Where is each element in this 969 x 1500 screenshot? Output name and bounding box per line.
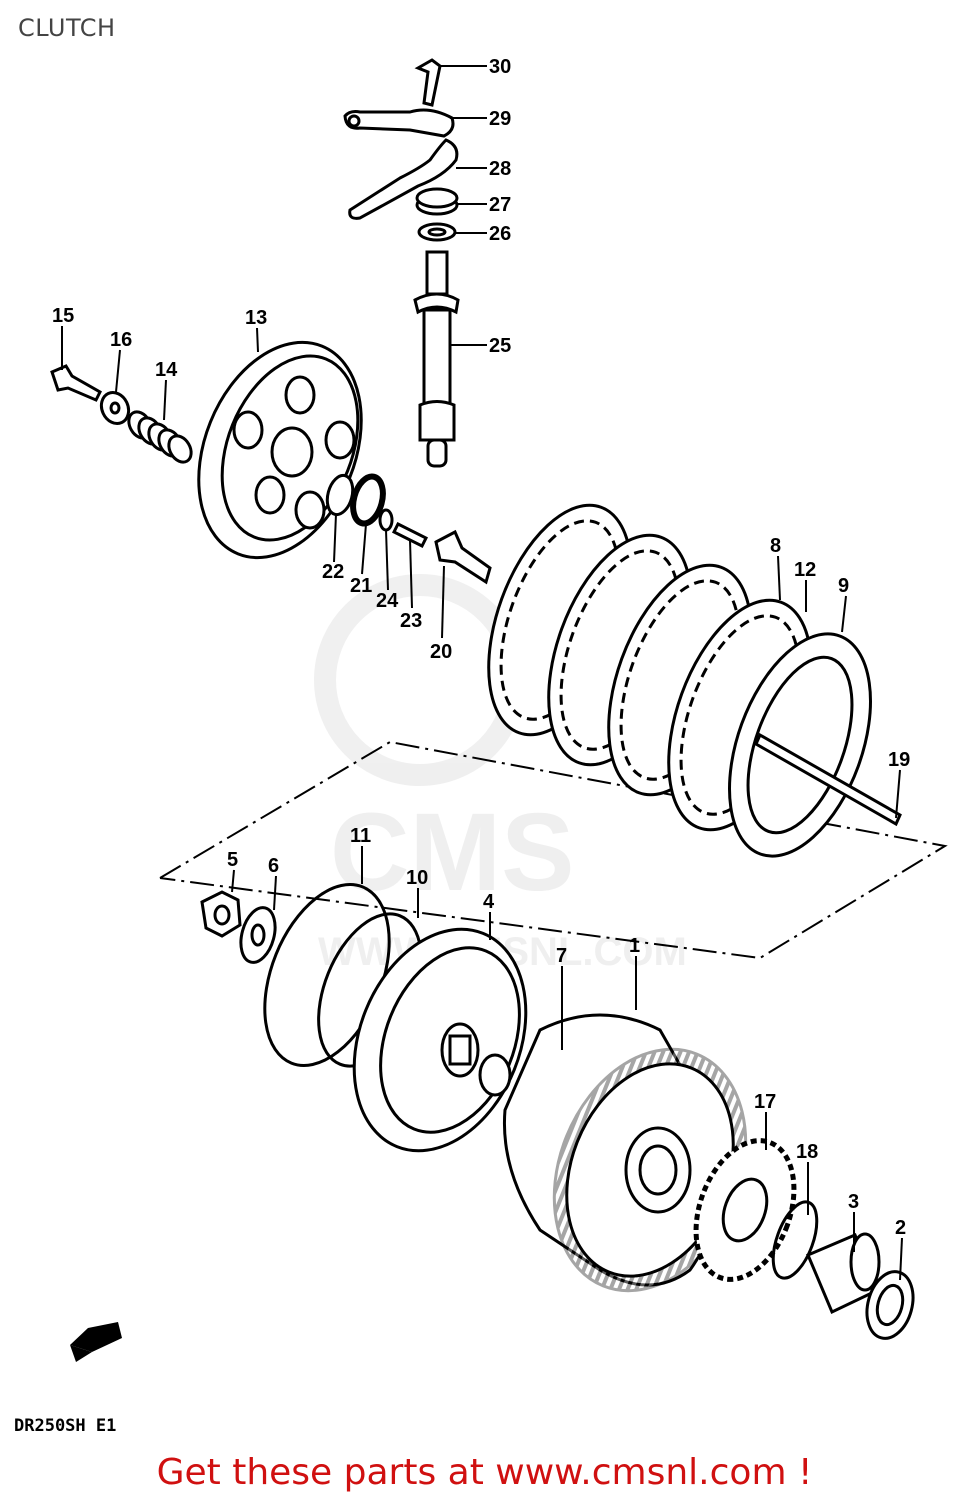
callout-22: 22 [322, 561, 344, 583]
callout-25: 25 [489, 335, 511, 357]
callout-24: 24 [376, 590, 399, 612]
part-15-bolt [50, 364, 102, 402]
callout-18: 18 [796, 1141, 818, 1163]
callout-6: 6 [268, 855, 279, 877]
callout-7: 7 [556, 945, 567, 967]
callout-8: 8 [770, 535, 781, 557]
callout-26: 26 [489, 223, 511, 245]
callout-17: 17 [754, 1091, 776, 1113]
callout-5: 5 [227, 849, 238, 871]
part-20-push-rod [434, 529, 492, 585]
callout-20: 20 [430, 641, 452, 663]
pressure-plate-assembly [50, 340, 492, 585]
callout-12: 12 [794, 559, 816, 581]
callout-19: 19 [888, 749, 910, 771]
callout-10: 10 [406, 867, 428, 889]
watermark-brand: CMS [330, 791, 574, 914]
part-24-washer [378, 508, 394, 532]
part-23-pin [391, 521, 429, 549]
front-arrow-icon [70, 1322, 122, 1362]
callout-4: 4 [483, 891, 495, 913]
callout-2: 2 [895, 1217, 906, 1239]
callout-13: 13 [245, 307, 267, 329]
leader-lines [61, 65, 903, 1281]
part-28-arm [348, 138, 459, 220]
callout-27: 27 [489, 194, 511, 216]
model-code-label: DR250SH E1 [14, 1416, 117, 1436]
release-arm-assembly [343, 58, 460, 468]
callout-30: 30 [489, 56, 511, 78]
assembly-boundary-line [159, 740, 948, 960]
callout-9: 9 [838, 575, 849, 597]
part-14-spring [127, 410, 193, 464]
callout-21: 21 [350, 575, 372, 597]
callout-28: 28 [489, 158, 511, 180]
part-7-washer [478, 1053, 512, 1097]
callout-11: 11 [350, 825, 371, 847]
part-19-push-rod [754, 732, 902, 827]
cmsnl-parts-link[interactable]: Get these parts at www.cmsnl.com ! [156, 1452, 813, 1493]
callout-16: 16 [110, 329, 132, 351]
clutch-plate-stack [487, 503, 902, 858]
footer-link[interactable]: Get these parts at www.cmsnl.com ! [0, 1452, 969, 1493]
callout-15: 15 [52, 305, 74, 327]
page-title: CLUTCH [18, 14, 116, 42]
callout-1: 1 [629, 935, 640, 957]
part-25-shaft-top [425, 250, 449, 296]
callout-14: 14 [155, 359, 178, 381]
clutch-hub-assembly [200, 883, 915, 1340]
part-30-bolt [414, 58, 442, 107]
callout-3: 3 [848, 1191, 859, 1213]
part-21-bearing [350, 473, 386, 527]
part-29-lever [343, 108, 455, 138]
callout-29: 29 [489, 108, 511, 130]
callout-23: 23 [400, 610, 422, 632]
callout-labels: 30 29 28 27 26 25 15 16 14 13 22 21 24 2… [52, 56, 910, 1239]
